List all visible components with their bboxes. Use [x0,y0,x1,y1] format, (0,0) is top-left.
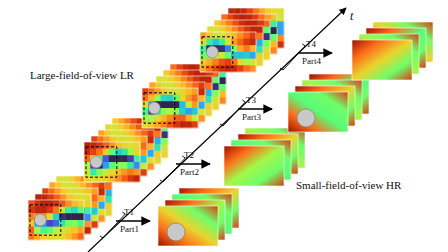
mapping-arrow [238,108,272,110]
hr-frame [224,146,284,186]
hr-frame-stack [224,128,305,186]
interval-label: T1 [124,208,134,217]
time-bracket [280,44,305,70]
label-t: t [350,10,353,22]
part-label: Part3 [242,113,261,122]
lr-frame-stack: ⋮ [142,64,226,142]
lr-frame-stack: ⋮ [200,8,284,86]
part-label: Part4 [302,57,321,66]
interval-label: T3 [246,96,256,105]
interval-label: T2 [184,151,194,160]
hr-frame-stack [158,188,239,246]
time-bracket [220,100,245,126]
mapping-arrow [116,220,150,222]
lr-frame [84,142,140,182]
hr-frame [352,40,412,80]
hr-frame-stack [288,74,369,132]
mapping-arrow [298,52,332,54]
lr-frame [28,200,84,240]
lr-frame [200,32,256,72]
group-label: Large-field-of-view LR [30,70,134,81]
hr-frame-stack [352,22,433,80]
interval-label: T4 [306,40,316,49]
lr-frame [142,88,198,128]
hr-frame [158,206,218,246]
hr-frame [288,92,348,132]
lr-frame-stack: ⋮ [28,176,112,252]
group-label: Small-field-of-view HR [296,180,401,191]
lr-frame-stack: ⋮ [84,118,168,196]
part-label: Part2 [180,168,199,177]
mapping-arrow [176,163,210,165]
part-label: Part1 [120,225,139,234]
